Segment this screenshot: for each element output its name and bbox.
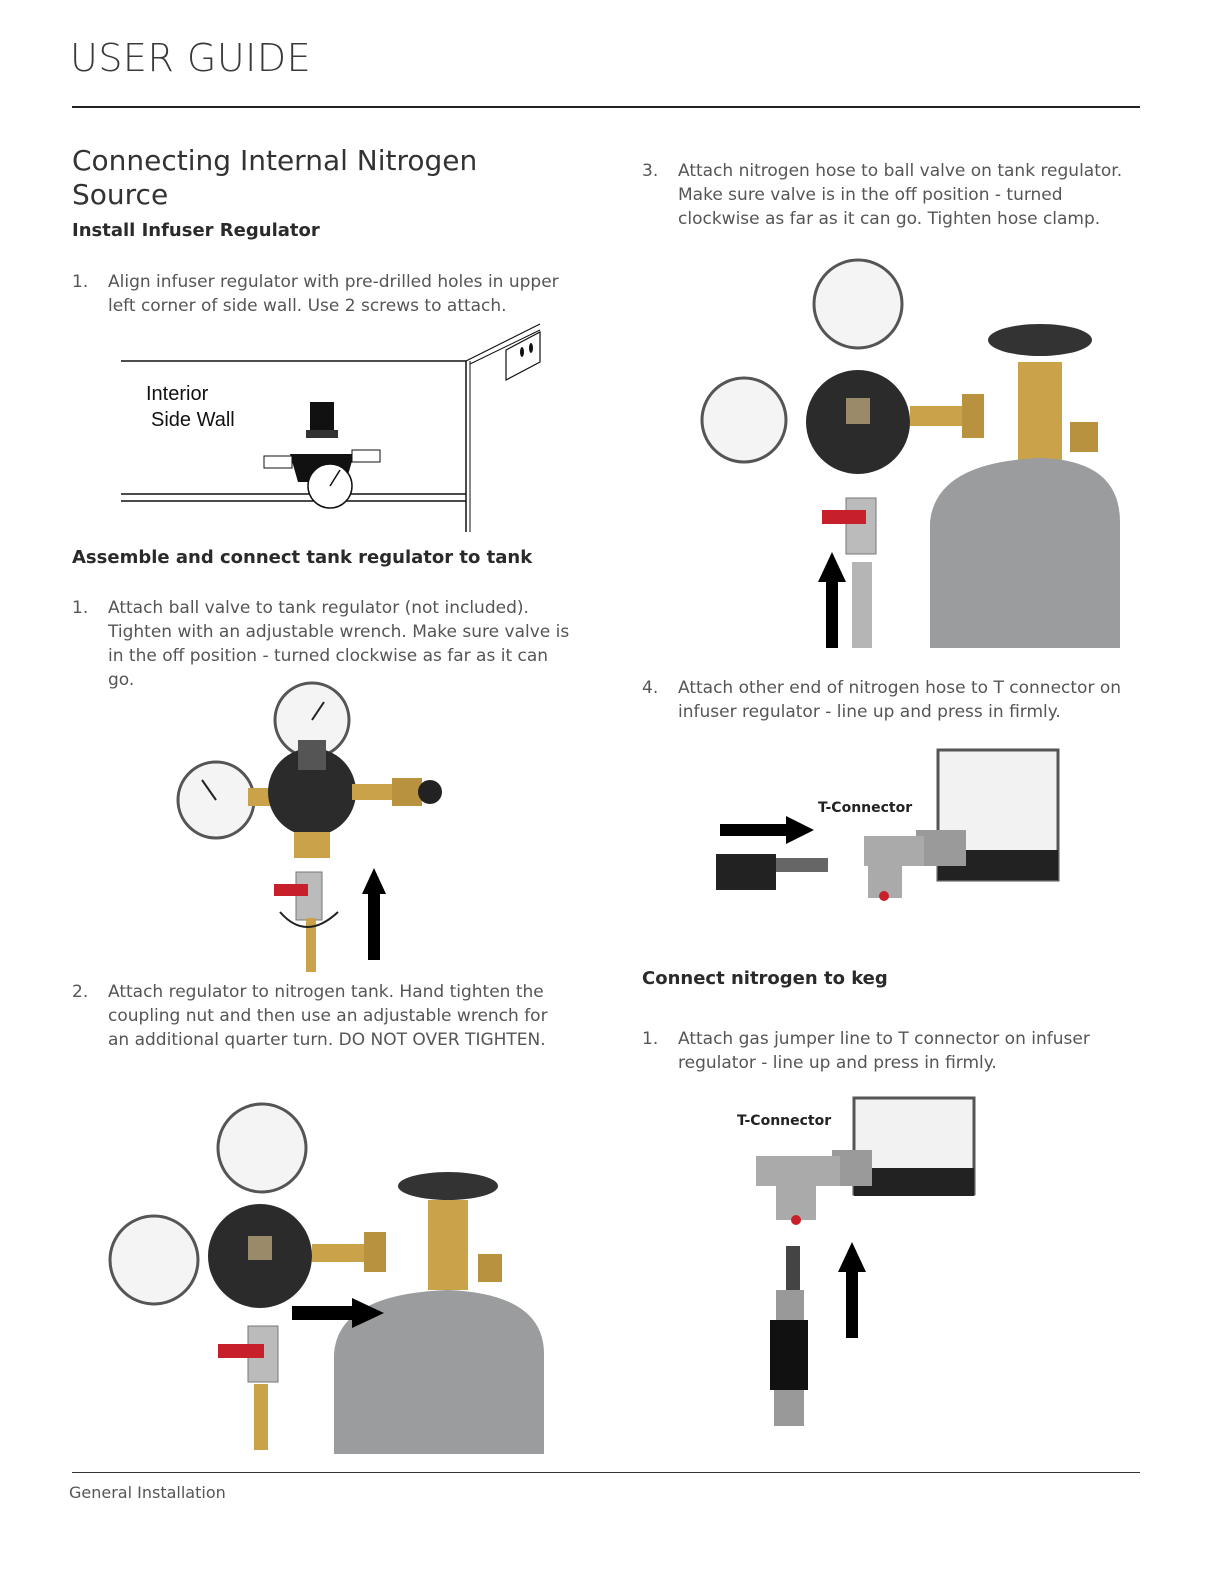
page-title: USER GUIDE	[70, 36, 312, 80]
step-number: 2.	[72, 982, 89, 1002]
step-number: 1.	[72, 272, 89, 292]
figure-label-interior: Interior	[146, 383, 209, 405]
regulator-to-tank-photo	[108, 1102, 544, 1454]
step-number: 1.	[642, 1029, 659, 1049]
keg-heading: Connect nitrogen to keg	[642, 968, 888, 989]
regulator-ball-valve-photo	[176, 681, 442, 972]
t-connector-jumper-photo	[756, 1096, 976, 1426]
assemble-step-2: 2. Attach regulator to nitrogen tank. Ha…	[72, 980, 572, 1052]
assemble-step-1: 1. Attach ball valve to tank regulator (…	[72, 596, 572, 692]
assemble-step-4: 4. Attach other end of nitrogen hose to …	[642, 676, 1142, 724]
step-text: Attach nitrogen hose to ball valve on ta…	[678, 161, 1123, 229]
t-connector-hose-photo	[716, 748, 1060, 901]
keg-step-1: 1. Attach gas jumper line to T connector…	[642, 1027, 1142, 1075]
step-text: Align infuser regulator with pre-drilled…	[108, 272, 559, 316]
step-text: Attach other end of nitrogen hose to T c…	[678, 678, 1122, 722]
section-title: Connecting Internal Nitrogen Source	[72, 144, 478, 211]
step-number: 1.	[72, 598, 89, 618]
t-connector-label: T-Connector	[818, 800, 913, 816]
hose-to-ball-valve-photo	[700, 258, 1120, 648]
assemble-step-3: 3. Attach nitrogen hose to ball valve on…	[642, 159, 1142, 231]
assemble-heading: Assemble and connect tank regulator to t…	[72, 547, 533, 568]
t-connector-label: T-Connector	[737, 1113, 832, 1129]
step-number: 4.	[642, 678, 659, 698]
step-text: Attach gas jumper line to T connector on…	[678, 1029, 1090, 1073]
install-step-1: 1. Align infuser regulator with pre-dril…	[72, 270, 572, 318]
footer-text: General Installation	[69, 1483, 226, 1502]
install-heading: Install Infuser Regulator	[72, 220, 320, 241]
footer-divider	[72, 1472, 1140, 1473]
step-text: Attach ball valve to tank regulator (not…	[108, 598, 570, 690]
header-divider	[72, 106, 1140, 108]
side-wall-diagram	[121, 323, 541, 532]
figure-label-side-wall: Side Wall	[151, 409, 235, 431]
step-number: 3.	[642, 161, 659, 181]
step-text: Attach regulator to nitrogen tank. Hand …	[108, 982, 548, 1050]
